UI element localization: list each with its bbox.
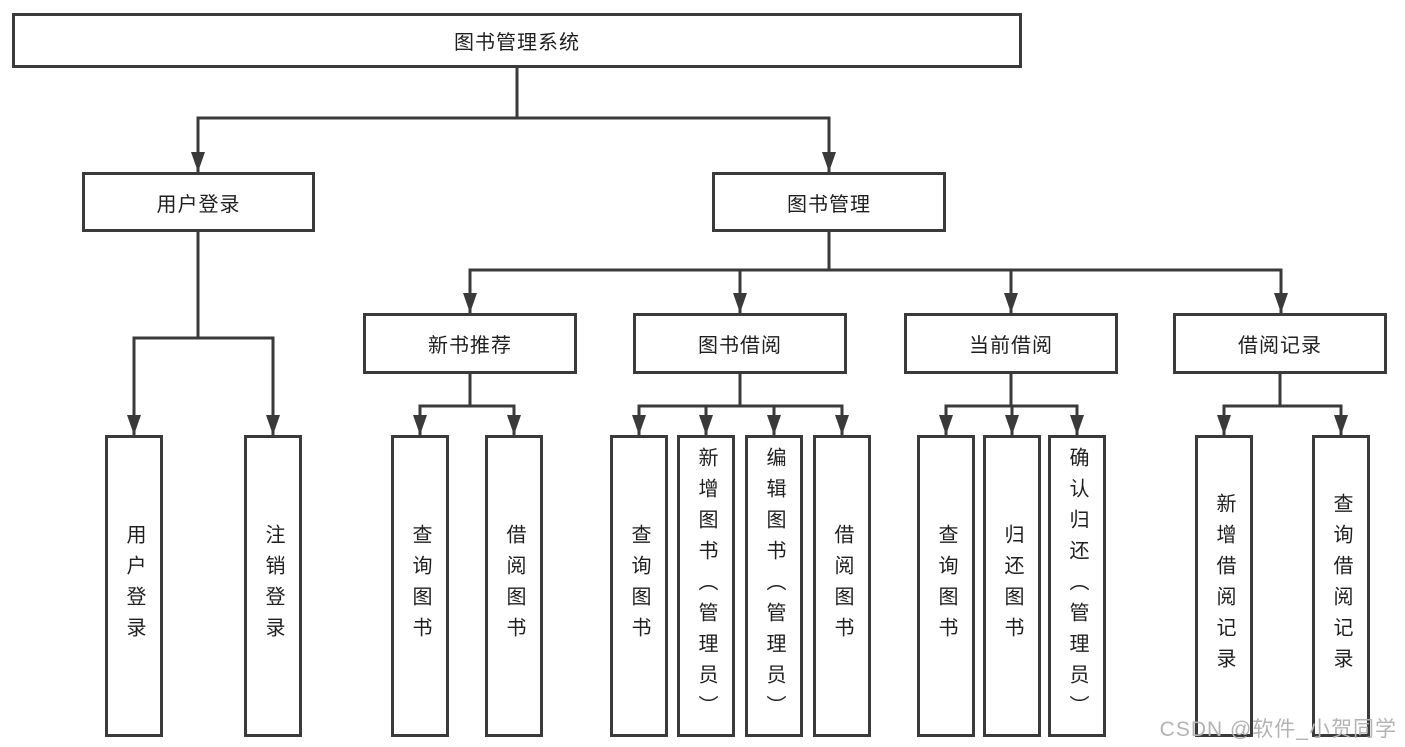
node-book-management: 图书管理	[712, 172, 946, 232]
node-library-management-system: 图书管理系统	[12, 13, 1022, 68]
node-leaf-query-books-current: 查询图书	[917, 435, 975, 737]
node-leaf-query-books-borrow: 查询图书	[610, 435, 668, 737]
connector-book-mgmt-trunk	[468, 230, 1283, 272]
connector-borrow-record-trunk	[1222, 372, 1343, 408]
node-leaf-add-books-admin: 新增图书（管理员）	[677, 435, 735, 737]
node-leaf-query-borrow-record: 查询借阅记录	[1312, 435, 1370, 737]
node-leaf-return-books: 归还图书	[983, 435, 1041, 737]
node-leaf-confirm-return-admin: 确认归还（管理员）	[1048, 435, 1106, 737]
node-new-book-recommendation: 新书推荐	[363, 313, 577, 374]
node-borrowing-records: 借阅记录	[1173, 313, 1387, 374]
connector-new-book-trunk	[418, 372, 516, 408]
node-leaf-query-books-newbook: 查询图书	[391, 435, 449, 737]
node-leaf-add-borrow-record: 新增借阅记录	[1195, 435, 1253, 737]
connector-root-trunk	[196, 66, 831, 120]
node-user-login: 用户登录	[82, 172, 315, 232]
node-leaf-borrow-books: 借阅图书	[813, 435, 871, 737]
node-leaf-logout: 注销登录	[244, 435, 302, 737]
connector-user-login-trunk	[132, 230, 275, 340]
node-current-borrowing: 当前借阅	[904, 313, 1118, 374]
csdn-watermark: CSDN @软件_小贺同学	[1159, 718, 1397, 741]
node-leaf-edit-books-admin: 编辑图书（管理员）	[745, 435, 803, 737]
node-leaf-borrow-books-newbook: 借阅图书	[485, 435, 543, 737]
node-leaf-user-login: 用户登录	[105, 435, 163, 737]
connector-book-borrow-trunk	[637, 372, 844, 408]
connector-current-borrow-trunk	[944, 372, 1079, 408]
node-book-borrowing: 图书借阅	[633, 313, 847, 374]
